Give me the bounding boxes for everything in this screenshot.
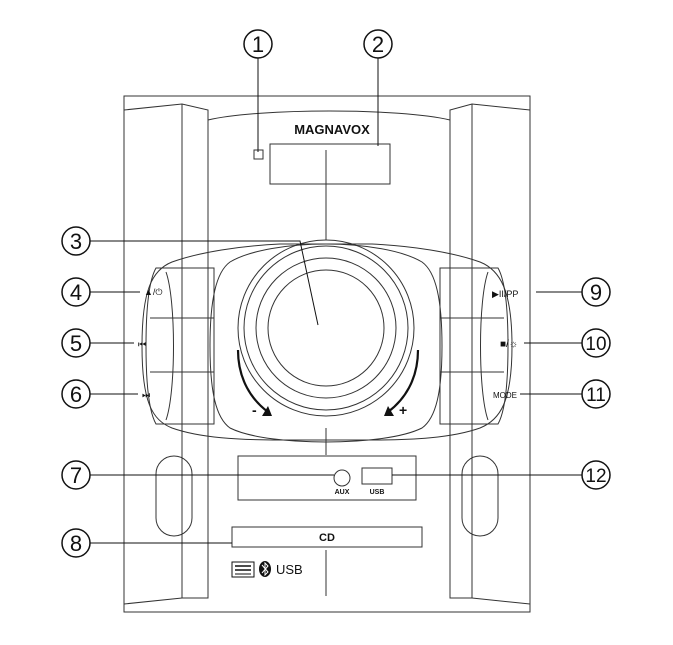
stop-light-label: ■/☼ (500, 339, 518, 350)
right-stack-curve (480, 271, 489, 421)
leader-3 (90, 240, 319, 326)
callout-2: 2 (372, 32, 384, 57)
right-button-stack (439, 267, 509, 425)
bottom-usb-label: USB (276, 562, 303, 577)
volume-plus-label: + (399, 402, 407, 418)
left-stack-curve (165, 271, 174, 421)
usb-port-label: USB (370, 489, 385, 496)
callout-8: 8 (70, 531, 82, 556)
callout-circle-4 (61, 277, 91, 307)
callout-5: 5 (70, 331, 82, 356)
prev-label: ⏮ (138, 339, 146, 349)
callout-circle-2 (363, 29, 393, 59)
callout-12: 12 (585, 466, 606, 487)
callout-6: 6 (70, 382, 82, 407)
callout-4: 4 (70, 280, 82, 305)
knob-ring-3 (255, 257, 397, 399)
volume-up-arc (387, 349, 420, 413)
next-label: ⏭ (142, 390, 150, 400)
callout-circle-10 (581, 328, 611, 358)
callout-11: 11 (586, 385, 606, 406)
cd-slot[interactable] (231, 526, 423, 548)
volume-knob[interactable] (267, 269, 385, 387)
callout-3: 3 (70, 229, 82, 254)
cd-label: CD (319, 532, 335, 544)
aux-usb-panel (237, 455, 417, 501)
mode-label: MODE (493, 391, 517, 400)
volume-down-arc (236, 349, 269, 413)
volume-up-arrowhead (384, 406, 394, 416)
callout-1: 1 (252, 32, 264, 57)
disc-logo (231, 561, 255, 578)
knob-outer-ring (237, 239, 415, 417)
right-port (461, 455, 499, 537)
bluetooth-logo (259, 561, 271, 577)
knob-ring-2 (243, 245, 409, 411)
eject-power-label: ▲/⏻ (144, 287, 163, 297)
knob-bezel (209, 243, 443, 443)
brand-logo: MAGNAVOX (294, 122, 370, 137)
callout-circle-9 (581, 277, 611, 307)
callout-circle-11 (581, 379, 611, 409)
aux-jack[interactable] (333, 469, 351, 487)
left-button-stack (145, 267, 215, 425)
volume-down-arrowhead (262, 406, 272, 416)
top-housing (207, 110, 451, 121)
callout-circle-12 (581, 460, 611, 490)
control-band (141, 243, 513, 441)
callout-circle-3 (61, 226, 91, 256)
display-window (269, 143, 391, 185)
play-pause-label: ▶II/PP (492, 289, 518, 299)
left-port (155, 455, 193, 537)
volume-minus-label: - (252, 402, 257, 418)
callout-10: 10 (585, 334, 606, 355)
callout-9: 9 (590, 280, 602, 305)
left-speaker-column (123, 103, 209, 605)
callout-circle-7 (61, 460, 91, 490)
usb-port[interactable] (361, 467, 393, 485)
callout-circle-5 (61, 328, 91, 358)
callout-circle-8 (61, 528, 91, 558)
aux-label: AUX (335, 489, 350, 496)
cabinet-outline (123, 95, 531, 613)
callout-circle-1 (243, 29, 273, 59)
callout-circle-6 (61, 379, 91, 409)
right-speaker-column (449, 103, 531, 605)
callout-7: 7 (70, 463, 82, 488)
